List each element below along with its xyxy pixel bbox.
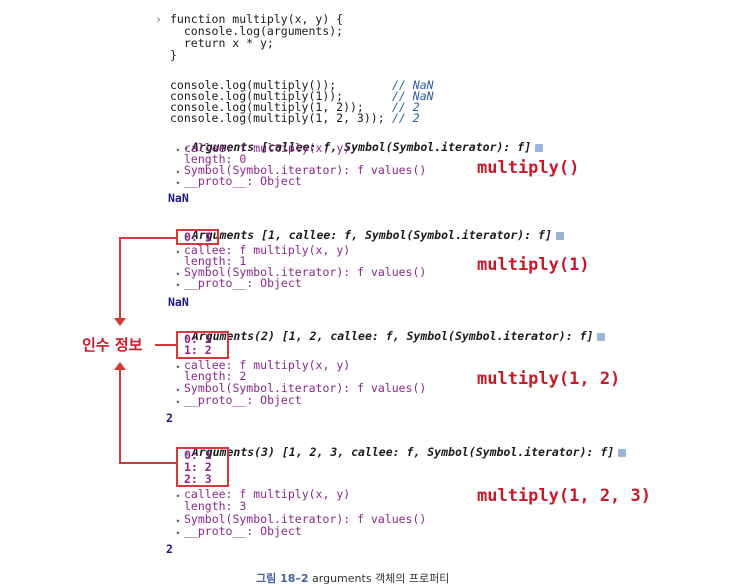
collapse-triangle-icon[interactable]: ▸ (176, 167, 181, 176)
callee-row-2[interactable]: ▸callee: f multiply(x, y) (176, 243, 351, 257)
arguments-header-4[interactable]: ▾Arguments(3) [1, 2, 3, callee: f, Symbo… (170, 436, 627, 459)
expand-triangle-icon[interactable]: ▾ (183, 333, 189, 342)
collapse-triangle-icon[interactable]: ▸ (176, 385, 181, 394)
collapse-triangle-icon[interactable]: ▸ (176, 145, 181, 154)
arg-item-3-0: 0: 1 (184, 332, 212, 346)
side-label-argument-info: 인수 정보 (82, 336, 143, 354)
arg-item-4-1: 1: 2 (184, 460, 212, 474)
proto-row-4[interactable]: ▸__proto__: Object (176, 524, 302, 538)
info-icon (555, 231, 564, 240)
connector-line-middle (155, 344, 177, 346)
length-row-3: length: 2 (184, 369, 247, 383)
code-line-2: console.log(arguments); (170, 24, 344, 38)
collapse-triangle-icon[interactable]: ▸ (176, 362, 181, 371)
result-3: 2 (166, 411, 173, 425)
arg-item-4-2: 2: 3 (184, 472, 212, 486)
collapse-triangle-icon[interactable]: ▸ (176, 280, 181, 289)
collapse-triangle-icon[interactable]: ▸ (176, 269, 181, 278)
annotation-2: multiply(1) (477, 255, 590, 275)
collapse-triangle-icon[interactable]: ▸ (176, 516, 181, 525)
arguments-header-2[interactable]: ▾Arguments [1, callee: f, Symbol(Symbol.… (170, 219, 564, 242)
annotation-3: multiply(1, 2) (477, 369, 621, 389)
expand-triangle-icon[interactable]: ▾ (183, 232, 189, 241)
length-row-4: length: 3 (184, 499, 247, 513)
callee-row-1[interactable]: ▸callee: f multiply(x, y) (176, 141, 351, 155)
code-line-3: return x * y; (170, 36, 274, 50)
info-icon (535, 143, 544, 152)
call-comment-1: // NaN (392, 78, 434, 92)
connector-line-top (119, 237, 177, 239)
console-input-prompt-icon: › (155, 12, 162, 26)
annotation-1: multiply() (477, 158, 580, 178)
symbol-row-3[interactable]: ▸Symbol(Symbol.iterator): f values() (176, 381, 427, 395)
symbol-row-4[interactable]: ▸Symbol(Symbol.iterator): f values() (176, 512, 427, 526)
arg-highlight-box-2 (176, 331, 229, 359)
length-row-2: length: 1 (184, 254, 247, 268)
expand-triangle-icon[interactable]: ▾ (183, 144, 189, 153)
symbol-row-2[interactable]: ▸Symbol(Symbol.iterator): f values() (176, 265, 427, 279)
code-line-1: function multiply(x, y) { (170, 12, 344, 26)
info-icon (597, 332, 606, 341)
call-line-2: console.log(multiply(1)); (170, 89, 344, 103)
annotation-4: multiply(1, 2, 3) (477, 486, 651, 506)
figure-caption: 그림 18–2 arguments 객체의 프로퍼티 (256, 572, 450, 585)
arrow-up-icon (114, 362, 126, 370)
result-4: 2 (166, 542, 173, 556)
collapse-triangle-icon[interactable]: ▸ (176, 178, 181, 187)
connector-line-bottom (119, 462, 177, 464)
arg-item-4-0: 0: 1 (184, 448, 212, 462)
callee-row-4[interactable]: ▸callee: f multiply(x, y) (176, 487, 351, 501)
call-comment-3: // 2 (392, 100, 420, 114)
collapse-triangle-icon[interactable]: ▸ (176, 491, 181, 500)
collapse-triangle-icon[interactable]: ▸ (176, 397, 181, 406)
call-comment-4: // 2 (392, 111, 420, 125)
arrow-down-icon (114, 318, 126, 326)
call-comment-2: // NaN (392, 89, 434, 103)
connector-line-vertical-top (119, 237, 121, 322)
call-line-3: console.log(multiply(1, 2)); (170, 100, 364, 114)
collapse-triangle-icon[interactable]: ▸ (176, 247, 181, 256)
expand-triangle-icon[interactable]: ▾ (183, 449, 189, 458)
call-line-4: console.log(multiply(1, 2, 3)); (170, 111, 385, 125)
arg-item-3-1: 1: 2 (184, 343, 212, 357)
info-icon (618, 448, 627, 457)
proto-row-2[interactable]: ▸__proto__: Object (176, 276, 302, 290)
length-row-1: length: 0 (184, 152, 247, 166)
symbol-row-1[interactable]: ▸Symbol(Symbol.iterator): f values() (176, 163, 427, 177)
collapse-triangle-icon[interactable]: ▸ (176, 528, 181, 537)
arguments-header-1[interactable]: ▾Arguments [callee: f, Symbol(Symbol.ite… (170, 131, 544, 154)
code-line-4: } (170, 48, 177, 62)
arg-highlight-box-1 (176, 229, 219, 245)
proto-row-1[interactable]: ▸__proto__: Object (176, 174, 302, 188)
arguments-header-3[interactable]: ▾Arguments(2) [1, 2, callee: f, Symbol(S… (170, 320, 606, 343)
result-2: NaN (168, 295, 189, 309)
proto-row-3[interactable]: ▸__proto__: Object (176, 393, 302, 407)
result-1: NaN (168, 191, 189, 205)
arg-item-2-0: 0: 1 (184, 230, 212, 244)
arg-highlight-box-3 (176, 447, 229, 487)
connector-line-vertical-bottom (119, 369, 121, 463)
callee-row-3[interactable]: ▸callee: f multiply(x, y) (176, 358, 351, 372)
call-line-1: console.log(multiply()); (170, 78, 337, 92)
